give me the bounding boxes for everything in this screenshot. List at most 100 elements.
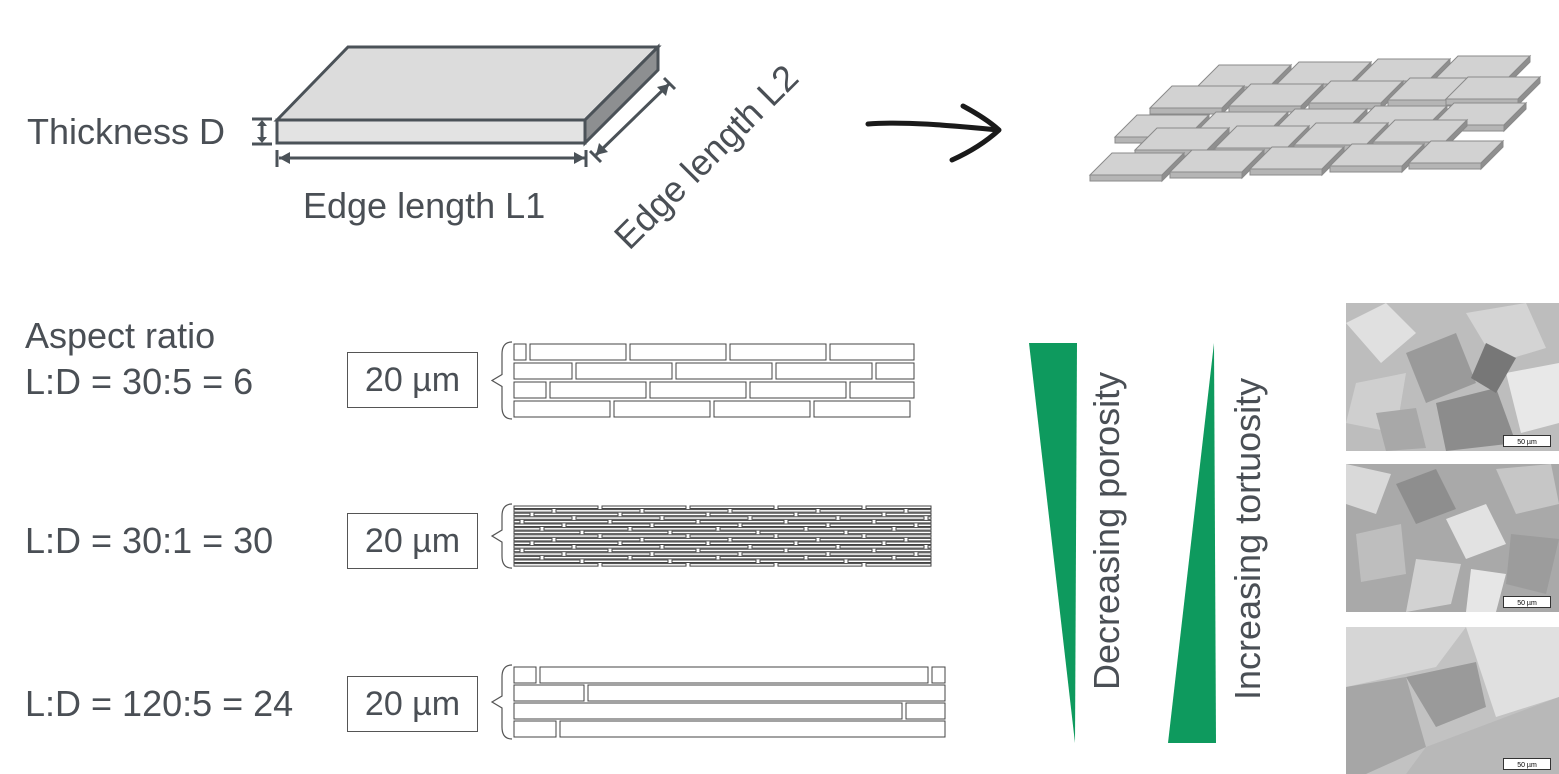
- brick: [575, 516, 661, 520]
- brick: [513, 555, 541, 560]
- brick: [709, 541, 795, 545]
- ratio-row-3: L:D = 120:5 = 24: [25, 683, 294, 724]
- brick: [631, 527, 717, 531]
- brick: [775, 362, 873, 380]
- brick: [689, 563, 775, 567]
- micrograph-1-scalebar: 50 µm: [1503, 435, 1551, 447]
- brick: [513, 512, 531, 517]
- platelet-front-face: [275, 118, 587, 145]
- brick: [513, 563, 599, 567]
- brick: [663, 516, 749, 520]
- brick: [917, 552, 932, 556]
- brick: [513, 509, 553, 513]
- brick: [829, 523, 915, 527]
- brick: [575, 362, 673, 380]
- brick: [601, 563, 687, 567]
- stack-platelet: [1307, 79, 1405, 111]
- brick: [875, 548, 932, 553]
- brick: [663, 545, 749, 549]
- brick: [611, 519, 697, 524]
- cross-section-1: [490, 341, 915, 420]
- brick: [797, 512, 883, 517]
- brace: [490, 341, 513, 420]
- brick: [719, 527, 805, 531]
- brick: [819, 537, 905, 542]
- brick: [885, 541, 932, 545]
- brick: [875, 362, 915, 380]
- brick: [865, 505, 932, 509]
- brick: [777, 563, 863, 567]
- brick: [513, 343, 527, 361]
- tortuosity-label: Increasing tortuosity: [1227, 377, 1268, 700]
- brick: [749, 381, 847, 399]
- brick: [513, 537, 553, 542]
- brick: [513, 666, 537, 684]
- scale-box-2: 20 µm: [347, 513, 478, 569]
- platelet-side-face: [583, 43, 660, 147]
- brick: [731, 537, 817, 542]
- brick: [513, 534, 599, 538]
- brick: [741, 552, 827, 556]
- porosity-label: Decreasing porosity: [1086, 371, 1127, 690]
- brick: [927, 545, 932, 549]
- brick: [543, 527, 629, 531]
- brick: [807, 555, 893, 560]
- brick: [829, 552, 915, 556]
- brick: [709, 512, 795, 517]
- brick: [777, 505, 863, 509]
- ratio-row-2: L:D = 30:1 = 30: [25, 520, 274, 561]
- scale-box-3: 20 µm: [347, 676, 478, 732]
- stack-platelet: [1227, 82, 1325, 114]
- brick: [513, 684, 585, 702]
- brick: [513, 541, 531, 545]
- brick: [555, 509, 641, 513]
- brick: [601, 505, 687, 509]
- brick: [875, 519, 932, 524]
- micrograph-3: 50 µm: [1346, 627, 1559, 774]
- brick: [621, 512, 707, 517]
- brick: [513, 530, 581, 535]
- ratio-row-1: L:D = 30:5 = 6: [25, 361, 254, 402]
- brick: [751, 516, 837, 520]
- brick: [611, 548, 697, 553]
- brick: [513, 516, 573, 520]
- brick: [513, 545, 573, 549]
- brick: [813, 400, 911, 418]
- brick: [613, 400, 711, 418]
- brick: [513, 519, 521, 524]
- brick: [601, 534, 687, 538]
- brick: [729, 343, 827, 361]
- cross-section-2: [490, 503, 932, 569]
- brick: [895, 555, 932, 560]
- brick: [839, 516, 925, 520]
- micrograph-2: 50 µm: [1346, 464, 1559, 612]
- brick: [931, 666, 946, 684]
- brick: [865, 534, 932, 538]
- brick: [741, 523, 827, 527]
- brick: [629, 343, 727, 361]
- brick: [653, 552, 739, 556]
- stack-platelet: [1328, 142, 1426, 174]
- brick: [699, 519, 785, 524]
- edge-l1-label: Edge length L1: [303, 185, 546, 226]
- brick: [523, 548, 609, 553]
- micrograph-1-texture: [1346, 303, 1559, 451]
- brick: [523, 519, 609, 524]
- brick: [513, 559, 581, 563]
- transition-arrow: [865, 103, 1002, 163]
- brick: [895, 527, 932, 531]
- brick: [565, 552, 651, 556]
- brick: [797, 541, 883, 545]
- brick: [675, 362, 773, 380]
- brick: [533, 541, 619, 545]
- brick: [643, 537, 729, 542]
- brick: [719, 555, 805, 560]
- brick: [539, 666, 929, 684]
- brick: [839, 545, 925, 549]
- micrograph-1: 50 µm: [1346, 303, 1559, 451]
- edge-l2-arrow: [588, 76, 677, 164]
- brick: [643, 509, 729, 513]
- brick: [533, 512, 619, 517]
- brick: [583, 559, 669, 563]
- edge-l1-arrow: [275, 150, 588, 167]
